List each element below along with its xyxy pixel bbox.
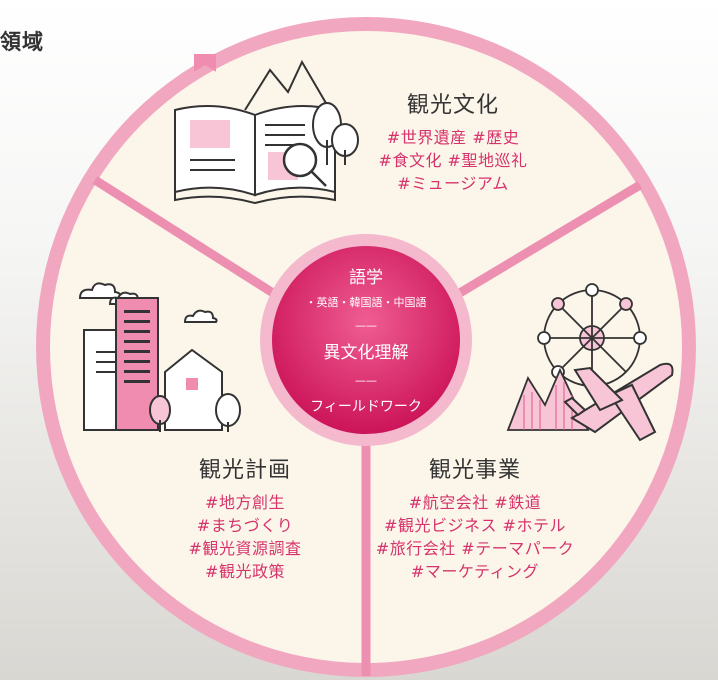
planning-tag-line-4: #観光政策: [205, 562, 285, 581]
culture-tag-line-3: #ミュージアム: [397, 174, 508, 193]
mountain-icon: [244, 59, 331, 111]
mountain-icon: [506, 367, 590, 431]
search-icon: [282, 142, 327, 187]
hub-languages: ・英語・韓国語・中国語: [306, 295, 427, 309]
business-tag-line-1: #航空会社 #鉄道: [409, 493, 541, 512]
planning-tag-line-3: #観光資源調査: [189, 539, 302, 558]
tree-icon: [149, 393, 241, 432]
business-tag-line-4: #マーケティング: [411, 562, 539, 581]
hub-divider-top: ——: [355, 319, 377, 332]
section-title-culture: 観光文化: [407, 93, 499, 118]
section-dividers: [92, 176, 643, 676]
page-heading: 領域: [0, 30, 44, 54]
hub-bottom: フィールドワーク: [310, 399, 422, 415]
airplane-icon: [563, 362, 674, 442]
section-title-business: 観光事業: [429, 458, 521, 483]
hub-divider-bottom: ——: [355, 374, 377, 387]
culture-tag-line-2: #食文化 #聖地巡礼: [379, 151, 528, 170]
hub-middle: 異文化理解: [324, 343, 409, 363]
business-tag-line-3: #旅行会社 #テーマパーク: [376, 539, 574, 558]
planning-tag-line-1: #地方創生: [205, 493, 285, 512]
hub-title: 語学: [349, 268, 383, 288]
ferris-wheel-icon: [537, 283, 647, 387]
tree-icon: [312, 102, 359, 165]
culture-tag-line-1: #世界遺産 #歴史: [387, 128, 519, 147]
hub: 語学 ・英語・韓国語・中国語 —— 異文化理解 —— フィールドワーク: [260, 234, 472, 446]
planning-tag-line-2: #まちづくり: [197, 516, 293, 535]
business-tag-line-2: #観光ビジネス #ホテル: [384, 516, 566, 535]
section-title-planning: 観光計画: [199, 458, 291, 483]
